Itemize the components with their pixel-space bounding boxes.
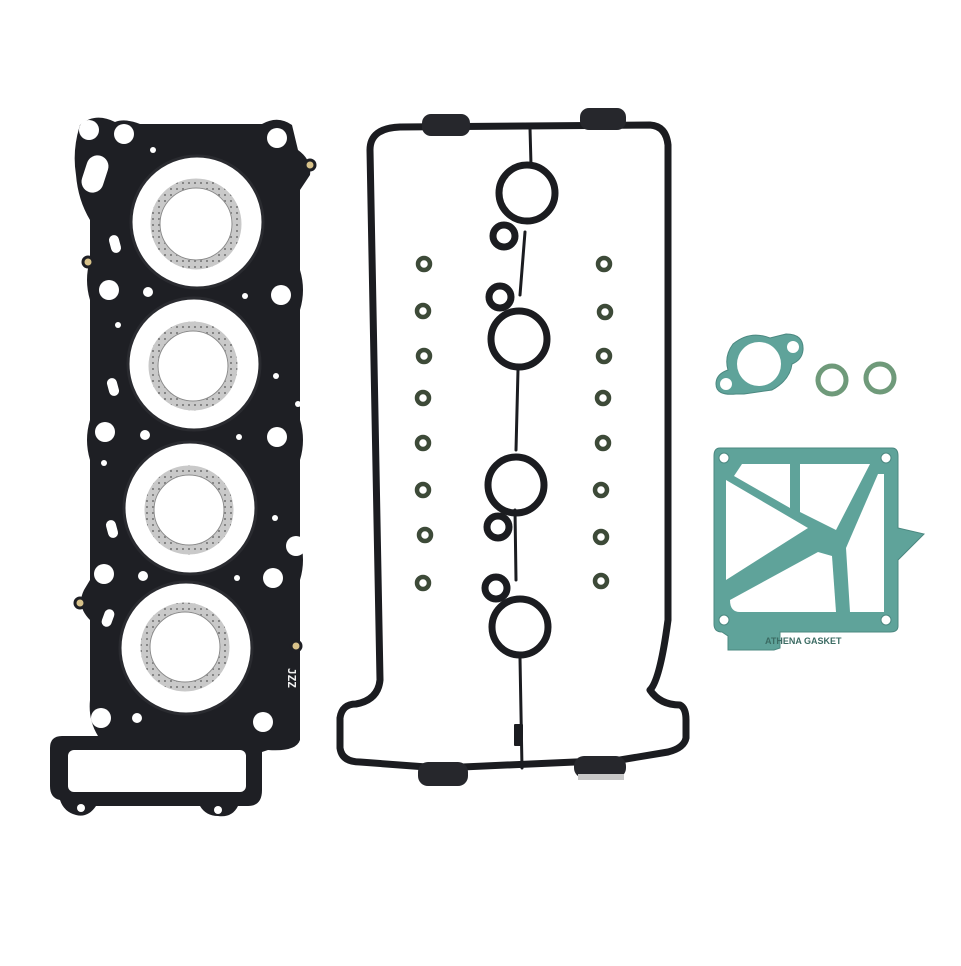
cylinder-bore-2 xyxy=(126,296,262,432)
valve-cover-grommets xyxy=(418,108,626,786)
cam-tensioner-gasket xyxy=(715,333,804,395)
valve-cover-gasket xyxy=(336,121,690,772)
head-gasket-holes xyxy=(77,120,306,814)
gasket-print: ATHENA GASKET xyxy=(765,636,842,646)
cylinder-bore-3 xyxy=(122,440,258,576)
cylinder-bore-1 xyxy=(129,154,265,290)
valve-stem-seals xyxy=(414,255,614,592)
o-rings xyxy=(815,361,897,397)
reed-valve-gasket: ATHENA GASKET xyxy=(713,447,925,651)
head-gasket xyxy=(50,117,317,817)
head-gasket-stamp: JZZ xyxy=(285,668,298,688)
dowel-tabs xyxy=(73,158,317,653)
cylinder-bore-4 xyxy=(118,580,254,716)
